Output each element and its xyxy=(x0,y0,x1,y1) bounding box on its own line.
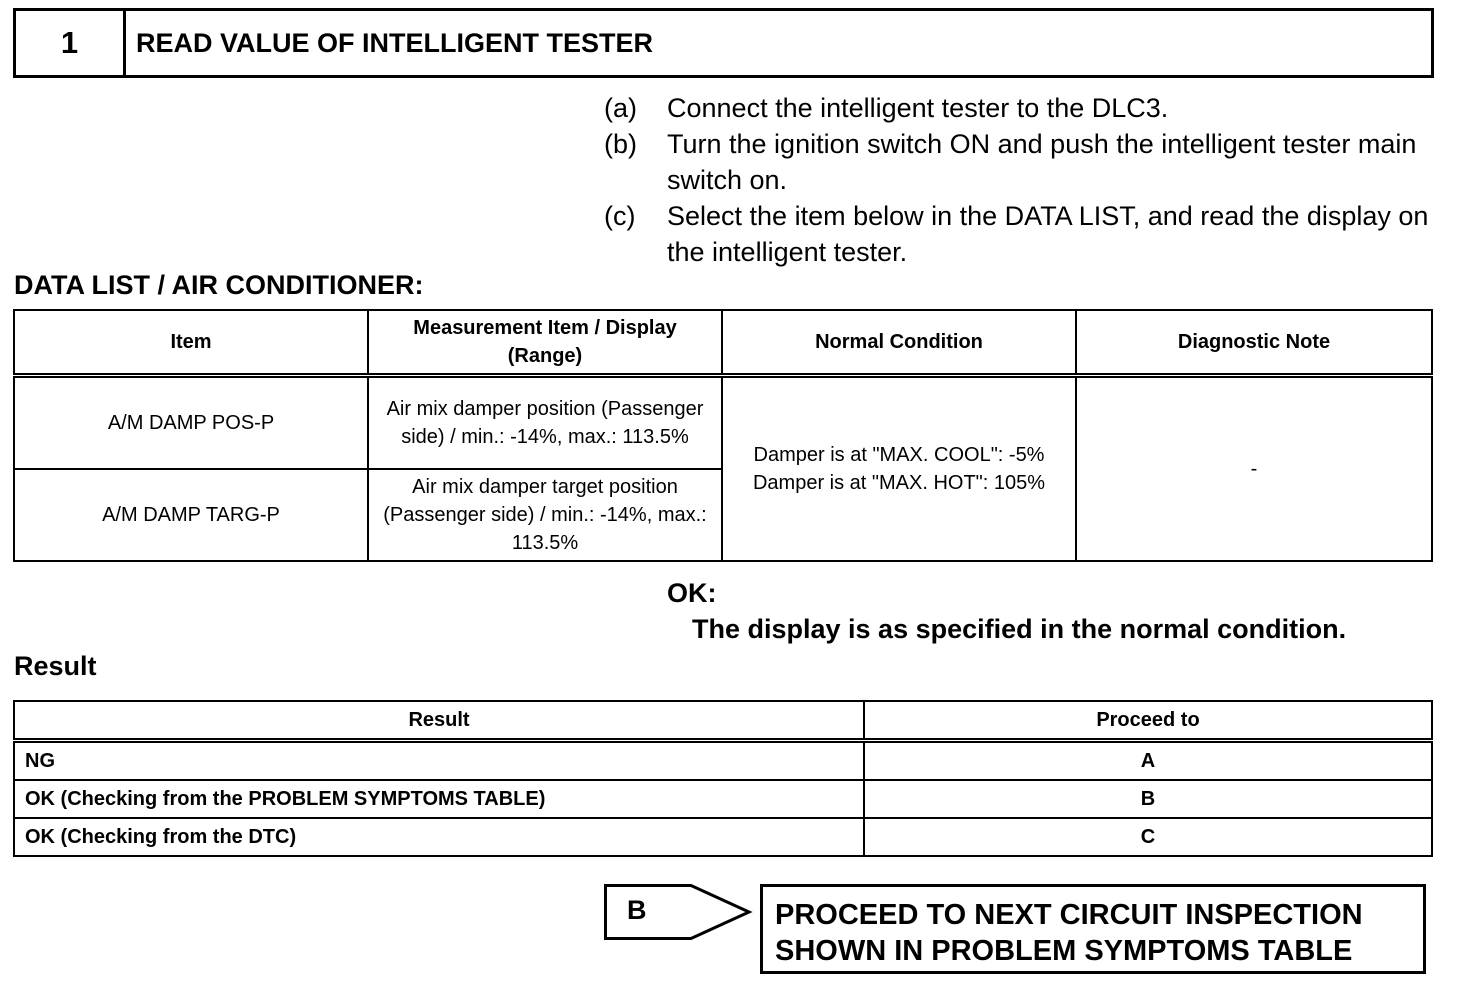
normal-condition-line: Damper is at "MAX. HOT": 105% xyxy=(752,472,1046,494)
result-title: Result xyxy=(14,651,97,681)
result-cell: OK (Checking from the DTC) xyxy=(13,817,865,857)
result-cell: OK (Checking from the PROBLEM SYMPTOMS T… xyxy=(13,779,865,819)
step-header: 1 READ VALUE OF INTELLIGENT TESTER xyxy=(13,8,1434,78)
step-title: READ VALUE OF INTELLIGENT TESTER xyxy=(136,27,654,58)
proceed-cell: B xyxy=(863,779,1433,819)
instruction-label: (c) xyxy=(604,201,636,231)
normal-condition-line: Damper is at "MAX. COOL": -5% xyxy=(753,444,1045,466)
instruction-list: (a) Connect the intelligent tester to th… xyxy=(604,90,1454,270)
item-cell: A/M DAMP POS-P xyxy=(13,374,369,470)
proceed-cell: C xyxy=(863,817,1433,857)
proceed-instruction-box: PROCEED TO NEXT CIRCUIT INSPECTION SHOWN… xyxy=(760,884,1426,974)
instruction-label: (b) xyxy=(604,129,637,159)
measurement-cell: Air mix damper position (Passenger side)… xyxy=(367,374,723,470)
branch-label: B xyxy=(627,895,647,925)
result-table: Result Proceed to NG A OK (Checking from… xyxy=(13,700,1433,857)
proceed-line: PROCEED TO NEXT CIRCUIT INSPECTION xyxy=(775,899,1363,931)
table-header-row: Result Proceed to xyxy=(13,700,1433,742)
instruction-text: Turn the ignition switch ON and push the… xyxy=(667,129,1417,195)
instruction-item: (b) Turn the ignition switch ON and push… xyxy=(604,126,1454,198)
data-list-table: Item Measurement Item / Display (Range) … xyxy=(13,309,1433,562)
item-cell: A/M DAMP TARG-P xyxy=(13,468,369,562)
step-number: 1 xyxy=(16,11,126,75)
normal-condition-cell: Damper is at "MAX. COOL": -5% Damper is … xyxy=(721,374,1077,562)
instruction-item: (c) Select the item below in the DATA LI… xyxy=(604,198,1454,270)
column-header: Item xyxy=(13,309,369,377)
instruction-text: Connect the intelligent tester to the DL… xyxy=(667,93,1169,123)
table-row: NG A xyxy=(13,739,1433,781)
proceed-cell: A xyxy=(863,739,1433,781)
table-row: A/M DAMP TARG-P Air mix damper target po… xyxy=(13,468,1432,562)
column-header: Diagnostic Note xyxy=(1075,309,1433,377)
column-header: Normal Condition xyxy=(721,309,1077,377)
instruction-item: (a) Connect the intelligent tester to th… xyxy=(604,90,1454,126)
table-row: OK (Checking from the PROBLEM SYMPTOMS T… xyxy=(13,779,1433,819)
arrow-right-icon xyxy=(604,884,753,940)
table-row: A/M DAMP POS-P Air mix damper position (… xyxy=(13,374,1433,562)
proceed-line: SHOWN IN PROBLEM SYMPTOMS TABLE xyxy=(775,935,1353,967)
ok-text: The display is as specified in the norma… xyxy=(692,614,1347,644)
data-list-title: DATA LIST / AIR CONDITIONER: xyxy=(14,270,424,300)
table-row: OK (Checking from the DTC) C xyxy=(13,817,1433,857)
measurement-cell: Air mix damper target position (Passenge… xyxy=(367,468,723,562)
ok-label: OK: xyxy=(667,578,717,608)
table-header-row: Item Measurement Item / Display (Range) … xyxy=(13,309,1433,377)
result-cell: NG xyxy=(13,739,865,781)
diagnostic-note-cell: - xyxy=(1075,374,1433,562)
instruction-label: (a) xyxy=(604,93,637,123)
instruction-text: Select the item below in the DATA LIST, … xyxy=(667,201,1429,267)
column-header: Proceed to xyxy=(863,700,1433,742)
column-header: Result xyxy=(13,700,865,742)
column-header: Measurement Item / Display (Range) xyxy=(367,309,723,377)
